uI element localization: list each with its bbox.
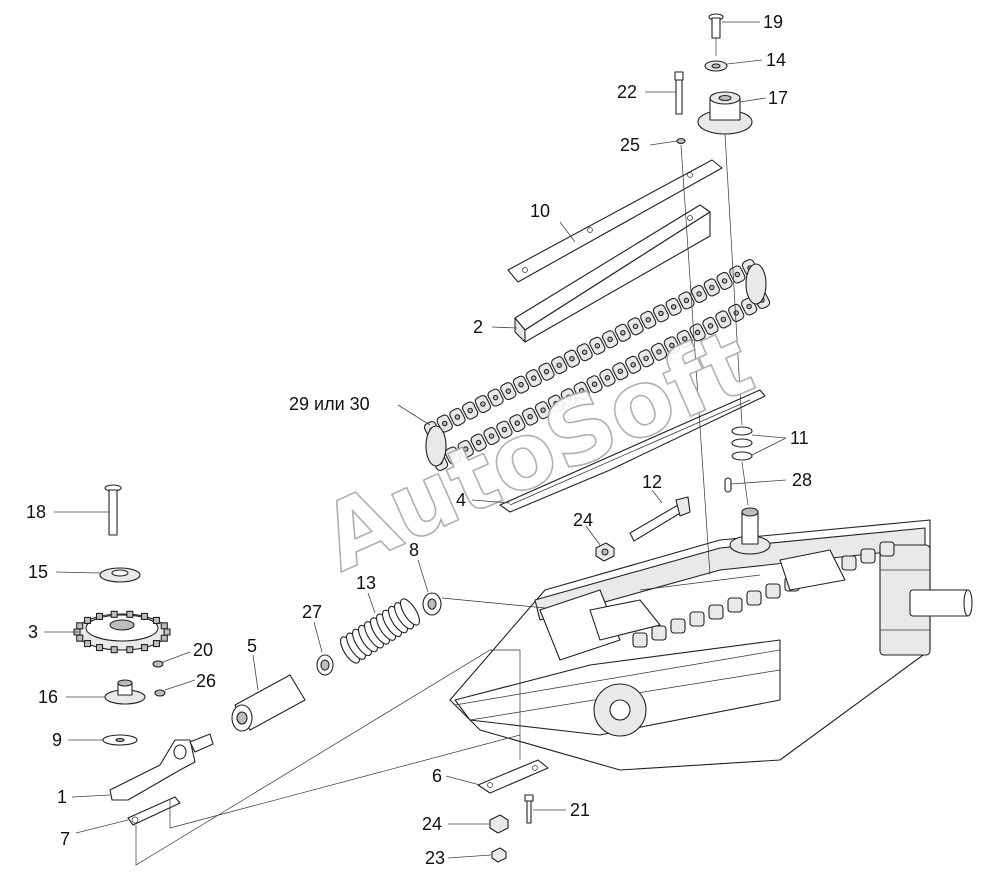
part-13-spring	[340, 598, 420, 664]
callout-23: 23	[425, 848, 445, 868]
part-9-washer	[102, 734, 138, 746]
part-23-nut	[491, 847, 507, 863]
callout-25: 25	[620, 135, 640, 155]
callout-6: 6	[432, 766, 442, 786]
callout-19: 19	[763, 12, 783, 32]
part-19-screw	[708, 13, 724, 39]
callout-10: 10	[530, 201, 550, 221]
part-22-bolt	[674, 71, 684, 115]
part-25-nut	[676, 137, 686, 145]
part-27-ring	[316, 654, 334, 676]
assembly-guide-lines	[135, 38, 749, 866]
part-24-nut-lower	[489, 814, 509, 834]
part-8-washer	[422, 592, 442, 616]
part-16-hub	[104, 679, 146, 705]
part-26-nut	[154, 689, 166, 697]
part-20-nut	[152, 660, 164, 668]
callout-15: 15	[28, 562, 48, 582]
callout-2: 2	[473, 317, 483, 337]
callout-18: 18	[26, 502, 46, 522]
part-14-washer	[704, 60, 728, 72]
part-6-plate	[477, 759, 549, 794]
callout-9: 9	[52, 730, 62, 750]
callout-leaders	[44, 21, 787, 859]
part-10-bar	[507, 159, 723, 283]
callout-28: 28	[792, 470, 812, 490]
callout-24-lower: 24	[422, 814, 442, 834]
callout-22: 22	[617, 82, 637, 102]
part-24-nut-upper	[595, 542, 615, 562]
drive-assembly	[449, 507, 973, 771]
part-12-bolt	[629, 496, 691, 542]
part-4-plate	[499, 389, 766, 513]
part-17-sprocket	[697, 91, 753, 135]
part-11-rings	[731, 426, 753, 461]
callout-12: 12	[642, 472, 662, 492]
part-21-bolt	[524, 794, 534, 824]
callout-labels: 19 14 22 17 25 10 2 29 или 30 11 28 4 12…	[26, 12, 812, 868]
callout-4: 4	[456, 490, 466, 510]
callout-5: 5	[247, 636, 257, 656]
callout-24-upper: 24	[573, 510, 593, 530]
part-5-sleeve	[231, 674, 306, 732]
callout-7: 7	[60, 829, 70, 849]
callout-17: 17	[768, 88, 788, 108]
callout-29-30: 29 или 30	[289, 394, 370, 414]
callout-16: 16	[38, 687, 58, 707]
part-7-plate	[127, 796, 181, 826]
part-28-pin	[724, 477, 732, 493]
part-29-30-chain	[423, 258, 771, 472]
callout-8: 8	[409, 540, 419, 560]
callout-27: 27	[302, 602, 322, 622]
callout-3: 3	[28, 622, 38, 642]
callout-14: 14	[766, 50, 786, 70]
part-1-bracket	[109, 733, 214, 801]
part-3-sprocket	[73, 610, 171, 654]
callout-21: 21	[570, 800, 590, 820]
callout-1: 1	[57, 787, 67, 807]
callout-13: 13	[356, 573, 376, 593]
part-18-bolt	[104, 484, 122, 536]
part-15-washer	[99, 567, 141, 583]
part-2-channel	[514, 204, 711, 343]
callout-11: 11	[790, 428, 809, 448]
callout-20: 20	[193, 640, 213, 660]
callout-26: 26	[196, 671, 216, 691]
